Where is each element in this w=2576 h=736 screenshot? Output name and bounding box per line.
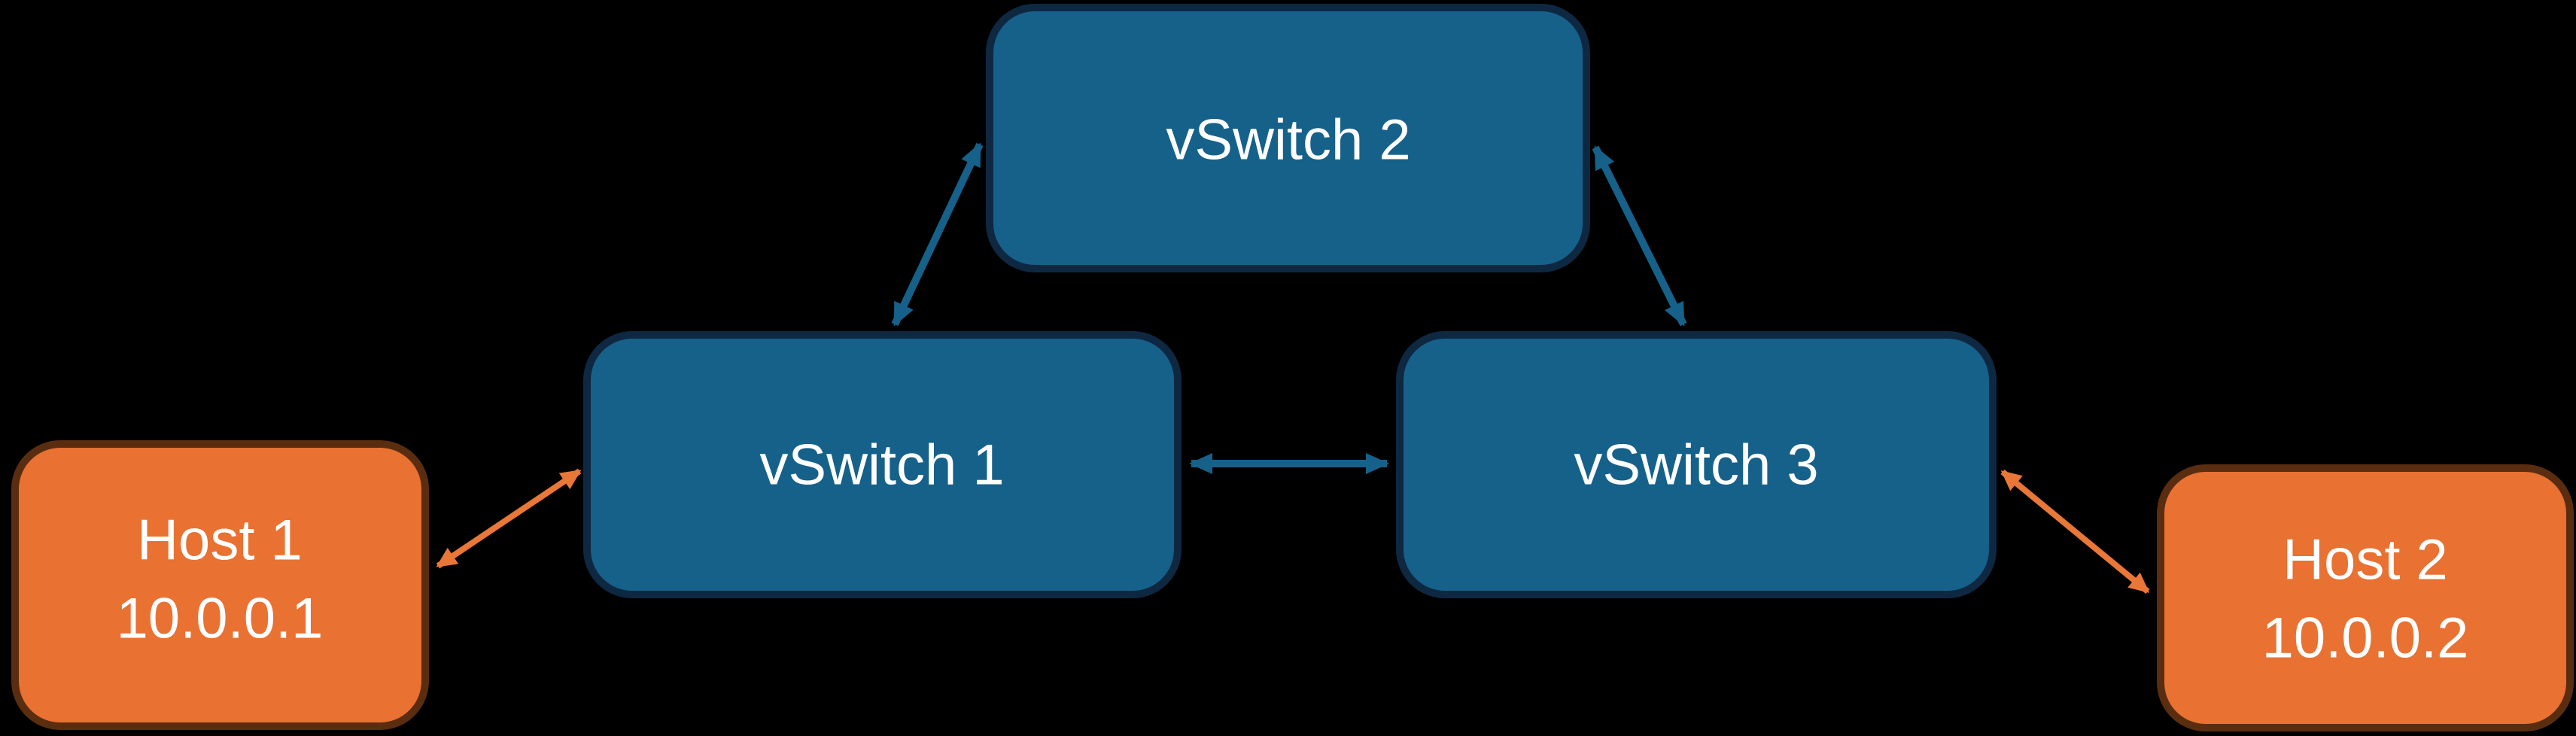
link-vswitch3-host2 — [2000, 469, 2150, 595]
host1-ip-label: 10.0.0.1 — [117, 587, 324, 651]
node-vswitch2: vSwitch 2 — [986, 4, 1590, 272]
vswitch1-box — [583, 331, 1182, 598]
host2-ip-label: 10.0.0.2 — [2262, 607, 2469, 671]
link-vswitch2-vswitch3 — [1592, 145, 1687, 327]
host1-box — [11, 440, 429, 730]
node-host2: Host 2 10.0.0.2 — [2157, 464, 2574, 731]
vswitch3-label: vSwitch 3 — [1574, 433, 1818, 497]
vswitch2-label: vSwitch 2 — [1166, 108, 1410, 172]
link-vswitch1-vswitch2 — [891, 142, 984, 327]
node-vswitch1: vSwitch 1 — [583, 331, 1182, 598]
link-host1-vswitch1 — [436, 468, 582, 569]
host2-box — [2157, 464, 2574, 731]
vswitch1-label: vSwitch 1 — [759, 433, 1004, 497]
host2-label: Host 2 — [2283, 528, 2448, 592]
vswitch3-box — [1396, 331, 1997, 598]
node-vswitch3: vSwitch 3 — [1396, 331, 1997, 598]
host1-label: Host 1 — [137, 509, 303, 573]
node-host1: Host 1 10.0.0.1 — [11, 440, 429, 730]
vswitch2-box — [986, 4, 1590, 272]
